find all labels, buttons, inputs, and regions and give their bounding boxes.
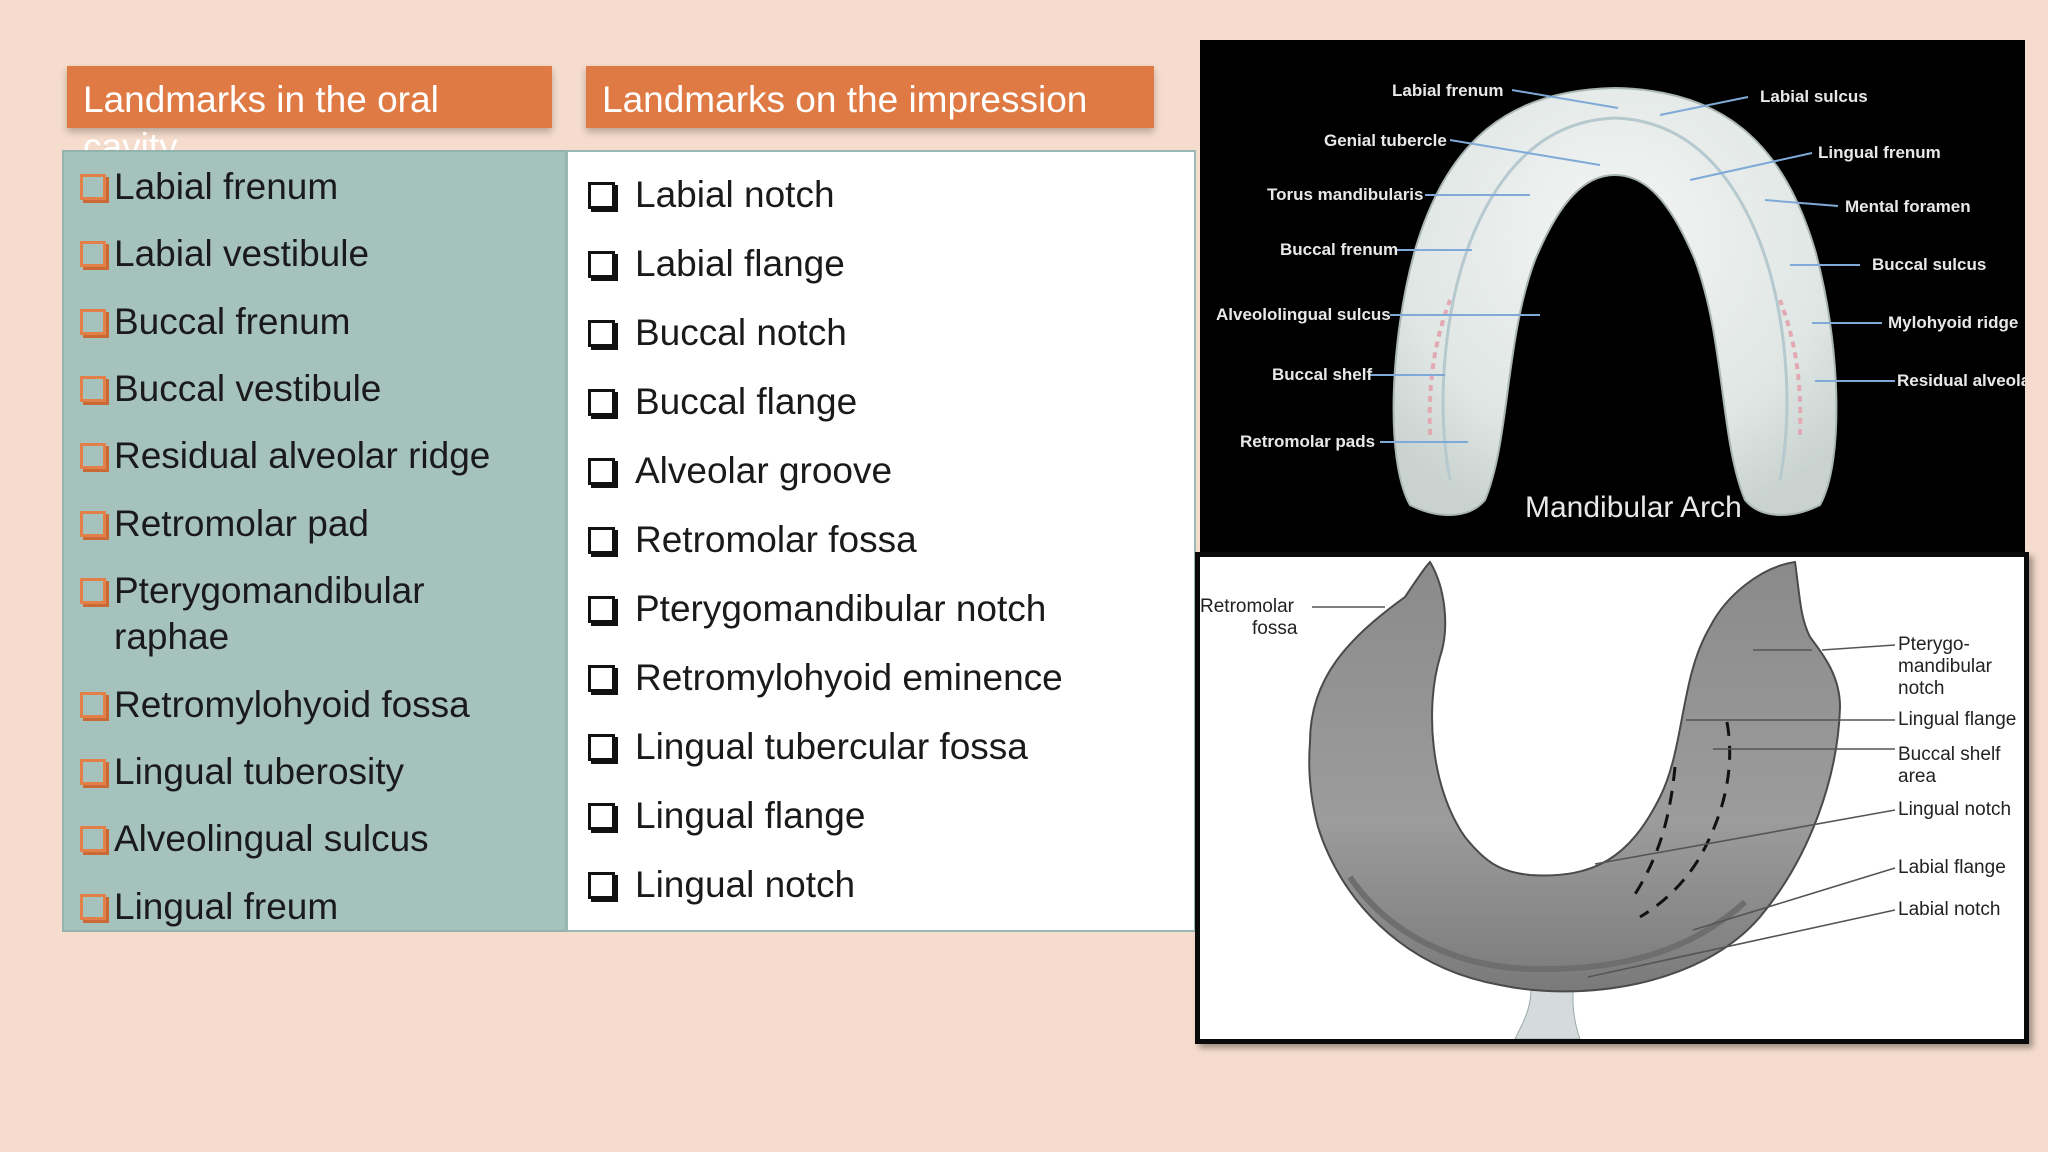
left-mylohyoid-mark xyxy=(1427,299,1452,436)
right-mylohyoid-mark xyxy=(1778,299,1803,436)
arch-label-buccal-frenum: Buccal frenum xyxy=(1280,240,1398,259)
checkbox-bullet-icon xyxy=(588,872,615,899)
arch-label-genial-tubercle: Genial tubercle xyxy=(1324,131,1447,150)
checkbox-bullet-icon xyxy=(80,376,106,402)
checkbox-bullet-icon xyxy=(588,596,615,623)
checkbox-bullet-icon xyxy=(80,692,106,718)
arch-shape xyxy=(1392,86,1838,516)
impression-shape xyxy=(1308,560,1842,993)
list-item: Lingual tuberosity xyxy=(80,749,560,795)
checkbox-bullet-icon xyxy=(588,320,615,347)
impression-label-labial-notch: Labial notch xyxy=(1898,899,2000,920)
list-item: Lingual flange xyxy=(588,793,1188,839)
oral-cavity-header-text: Landmarks in the oral cavity xyxy=(83,79,439,167)
list-item: Lingual freum xyxy=(80,884,560,930)
arch-label-buccal-shelf: Buccal shelf xyxy=(1272,365,1372,384)
list-item: Labial notch xyxy=(588,172,1188,218)
list-item: Lingual tubercular fossa xyxy=(588,724,1188,770)
list-item: Alveolar groove xyxy=(588,448,1188,494)
impression-label-lingual-notch: Lingual notch xyxy=(1898,799,2011,820)
impression-label-fossa: fossa xyxy=(1252,618,1298,639)
list-item: Pterygomandibular raphae xyxy=(80,568,480,660)
mandibular-arch-illustration: Labial frenum Genial tubercle Torus mand… xyxy=(1216,81,2037,524)
list-item: Retromolar pad xyxy=(80,501,560,547)
arch-label-residual-alveolar: Residual alveolar xyxy=(1897,371,2025,390)
arch-label-lingual-frenum: Lingual frenum xyxy=(1818,143,1941,162)
arch-label-torus-mandibularis: Torus mandibularis xyxy=(1267,185,1424,204)
arch-label-alveololingual-sulcus: Alveololingual sulcus xyxy=(1216,305,1391,324)
list-item: Residual alveolar ridge xyxy=(80,433,560,479)
list-item: Labial frenum xyxy=(80,164,560,210)
arch-label-mylohyoid-ridge: Mylohyoid ridge xyxy=(1888,313,2018,332)
oral-cavity-header: Landmarks in the oral cavity xyxy=(67,66,552,167)
checkbox-bullet-icon xyxy=(80,826,106,852)
impression-labial-groove xyxy=(1347,875,1748,973)
arch-title: Mandibular Arch xyxy=(1525,491,1742,524)
mandibular-arch-image: Labial frenum Genial tubercle Torus mand… xyxy=(1200,40,2037,555)
list-item: Pterygomandibular notch xyxy=(588,586,1188,632)
list-item: Labial vestibule xyxy=(80,231,560,277)
checkbox-bullet-icon xyxy=(588,389,615,416)
checkbox-bullet-icon xyxy=(80,309,106,335)
impression-label-pterygo: Pterygo- xyxy=(1898,634,1970,655)
arch-label-labial-frenum: Labial frenum xyxy=(1392,81,1503,100)
checkbox-bullet-icon xyxy=(588,182,615,209)
arch-label-labial-sulcus: Labial sulcus xyxy=(1760,87,1868,106)
impression-label-labial-flange: Labial flange xyxy=(1898,857,2006,878)
list-item: Lingual notch xyxy=(588,862,1188,908)
buccal-shelf-dash-2 xyxy=(1639,721,1732,919)
list-item: Retromylohyoid eminence xyxy=(588,655,1188,701)
impression-header: Landmarks on the impression xyxy=(586,66,1154,128)
impression-label-buccal-shelf-area: area xyxy=(1898,766,1936,787)
impression-label-lingual-flange: Lingual flange xyxy=(1898,709,2016,730)
checkbox-bullet-icon xyxy=(588,527,615,554)
impression-image: Retromolar fossa Pterygo- mandibular not… xyxy=(1195,552,2029,1044)
impression-illustration: Retromolar fossa Pterygo- mandibular not… xyxy=(1200,560,2016,1040)
list-item: Buccal notch xyxy=(588,310,1188,356)
checkbox-bullet-icon xyxy=(80,894,106,920)
impression-header-text: Landmarks on the impression xyxy=(602,79,1088,120)
list-item: Labial flange xyxy=(588,241,1188,287)
list-item: Retromolar fossa xyxy=(588,517,1188,563)
list-item: Buccal frenum xyxy=(80,299,560,345)
arch-label-mental-foramen: Mental foramen xyxy=(1845,197,1971,216)
checkbox-bullet-icon xyxy=(588,734,615,761)
checkbox-bullet-icon xyxy=(588,251,615,278)
checkbox-bullet-icon xyxy=(80,174,106,200)
impression-label-retromolar: Retromolar xyxy=(1200,596,1295,617)
checkbox-bullet-icon xyxy=(80,759,106,785)
oral-cavity-list-panel: Labial frenum Labial vestibule Buccal fr… xyxy=(62,150,567,932)
impression-label-mandibular: mandibular xyxy=(1898,656,1993,677)
list-item: Buccal vestibule xyxy=(80,366,560,412)
checkbox-bullet-icon xyxy=(588,803,615,830)
checkbox-bullet-icon xyxy=(80,443,106,469)
list-item: Alveolingual sulcus xyxy=(80,816,560,862)
list-item: Retromylohyoid fossa xyxy=(80,682,560,728)
checkbox-bullet-icon xyxy=(80,511,106,537)
impression-list-panel: Labial notch Labial flange Buccal notch … xyxy=(566,150,1196,932)
impression-label-notch: notch xyxy=(1898,678,1944,699)
impression-label-buccal-shelf: Buccal shelf xyxy=(1898,744,2001,765)
arch-label-buccal-sulcus: Buccal sulcus xyxy=(1872,255,1986,274)
arch-ridge-line xyxy=(1441,116,1789,481)
checkbox-bullet-icon xyxy=(80,578,106,604)
buccal-shelf-dash-1 xyxy=(1628,766,1677,903)
checkbox-bullet-icon xyxy=(80,241,106,267)
checkbox-bullet-icon xyxy=(588,458,615,485)
checkbox-bullet-icon xyxy=(588,665,615,692)
list-item: Buccal flange xyxy=(588,379,1188,425)
arch-label-retromolar-pads: Retromolar pads xyxy=(1240,432,1375,451)
